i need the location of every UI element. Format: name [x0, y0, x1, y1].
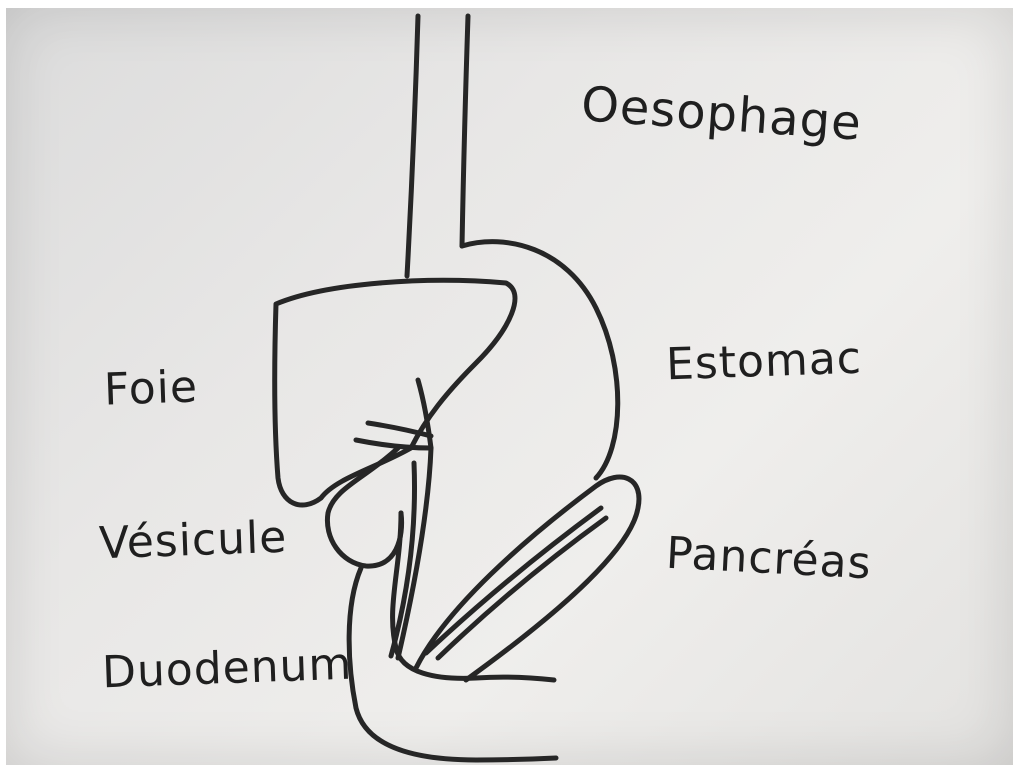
label-foie: Foie — [103, 361, 199, 415]
pancreatic-duct — [426, 508, 601, 653]
label-vesicule: Vésicule — [98, 512, 288, 570]
oesophagus-left-wall — [407, 16, 418, 276]
bile-duct-2 — [356, 440, 431, 448]
stomach-outline — [462, 242, 618, 478]
oesophagus-right-wall — [462, 16, 468, 246]
gallbladder-outline — [327, 448, 401, 566]
duodenum-outer — [349, 568, 556, 760]
label-estomac: Estomac — [665, 333, 863, 391]
liver-outline — [275, 280, 515, 505]
label-pancreas: Pancréas — [665, 528, 873, 590]
paper-sheet: Oesophage Estomac Foie Vésicule Pancréas… — [6, 8, 1013, 765]
label-duodenum: Duodenum — [101, 639, 353, 699]
